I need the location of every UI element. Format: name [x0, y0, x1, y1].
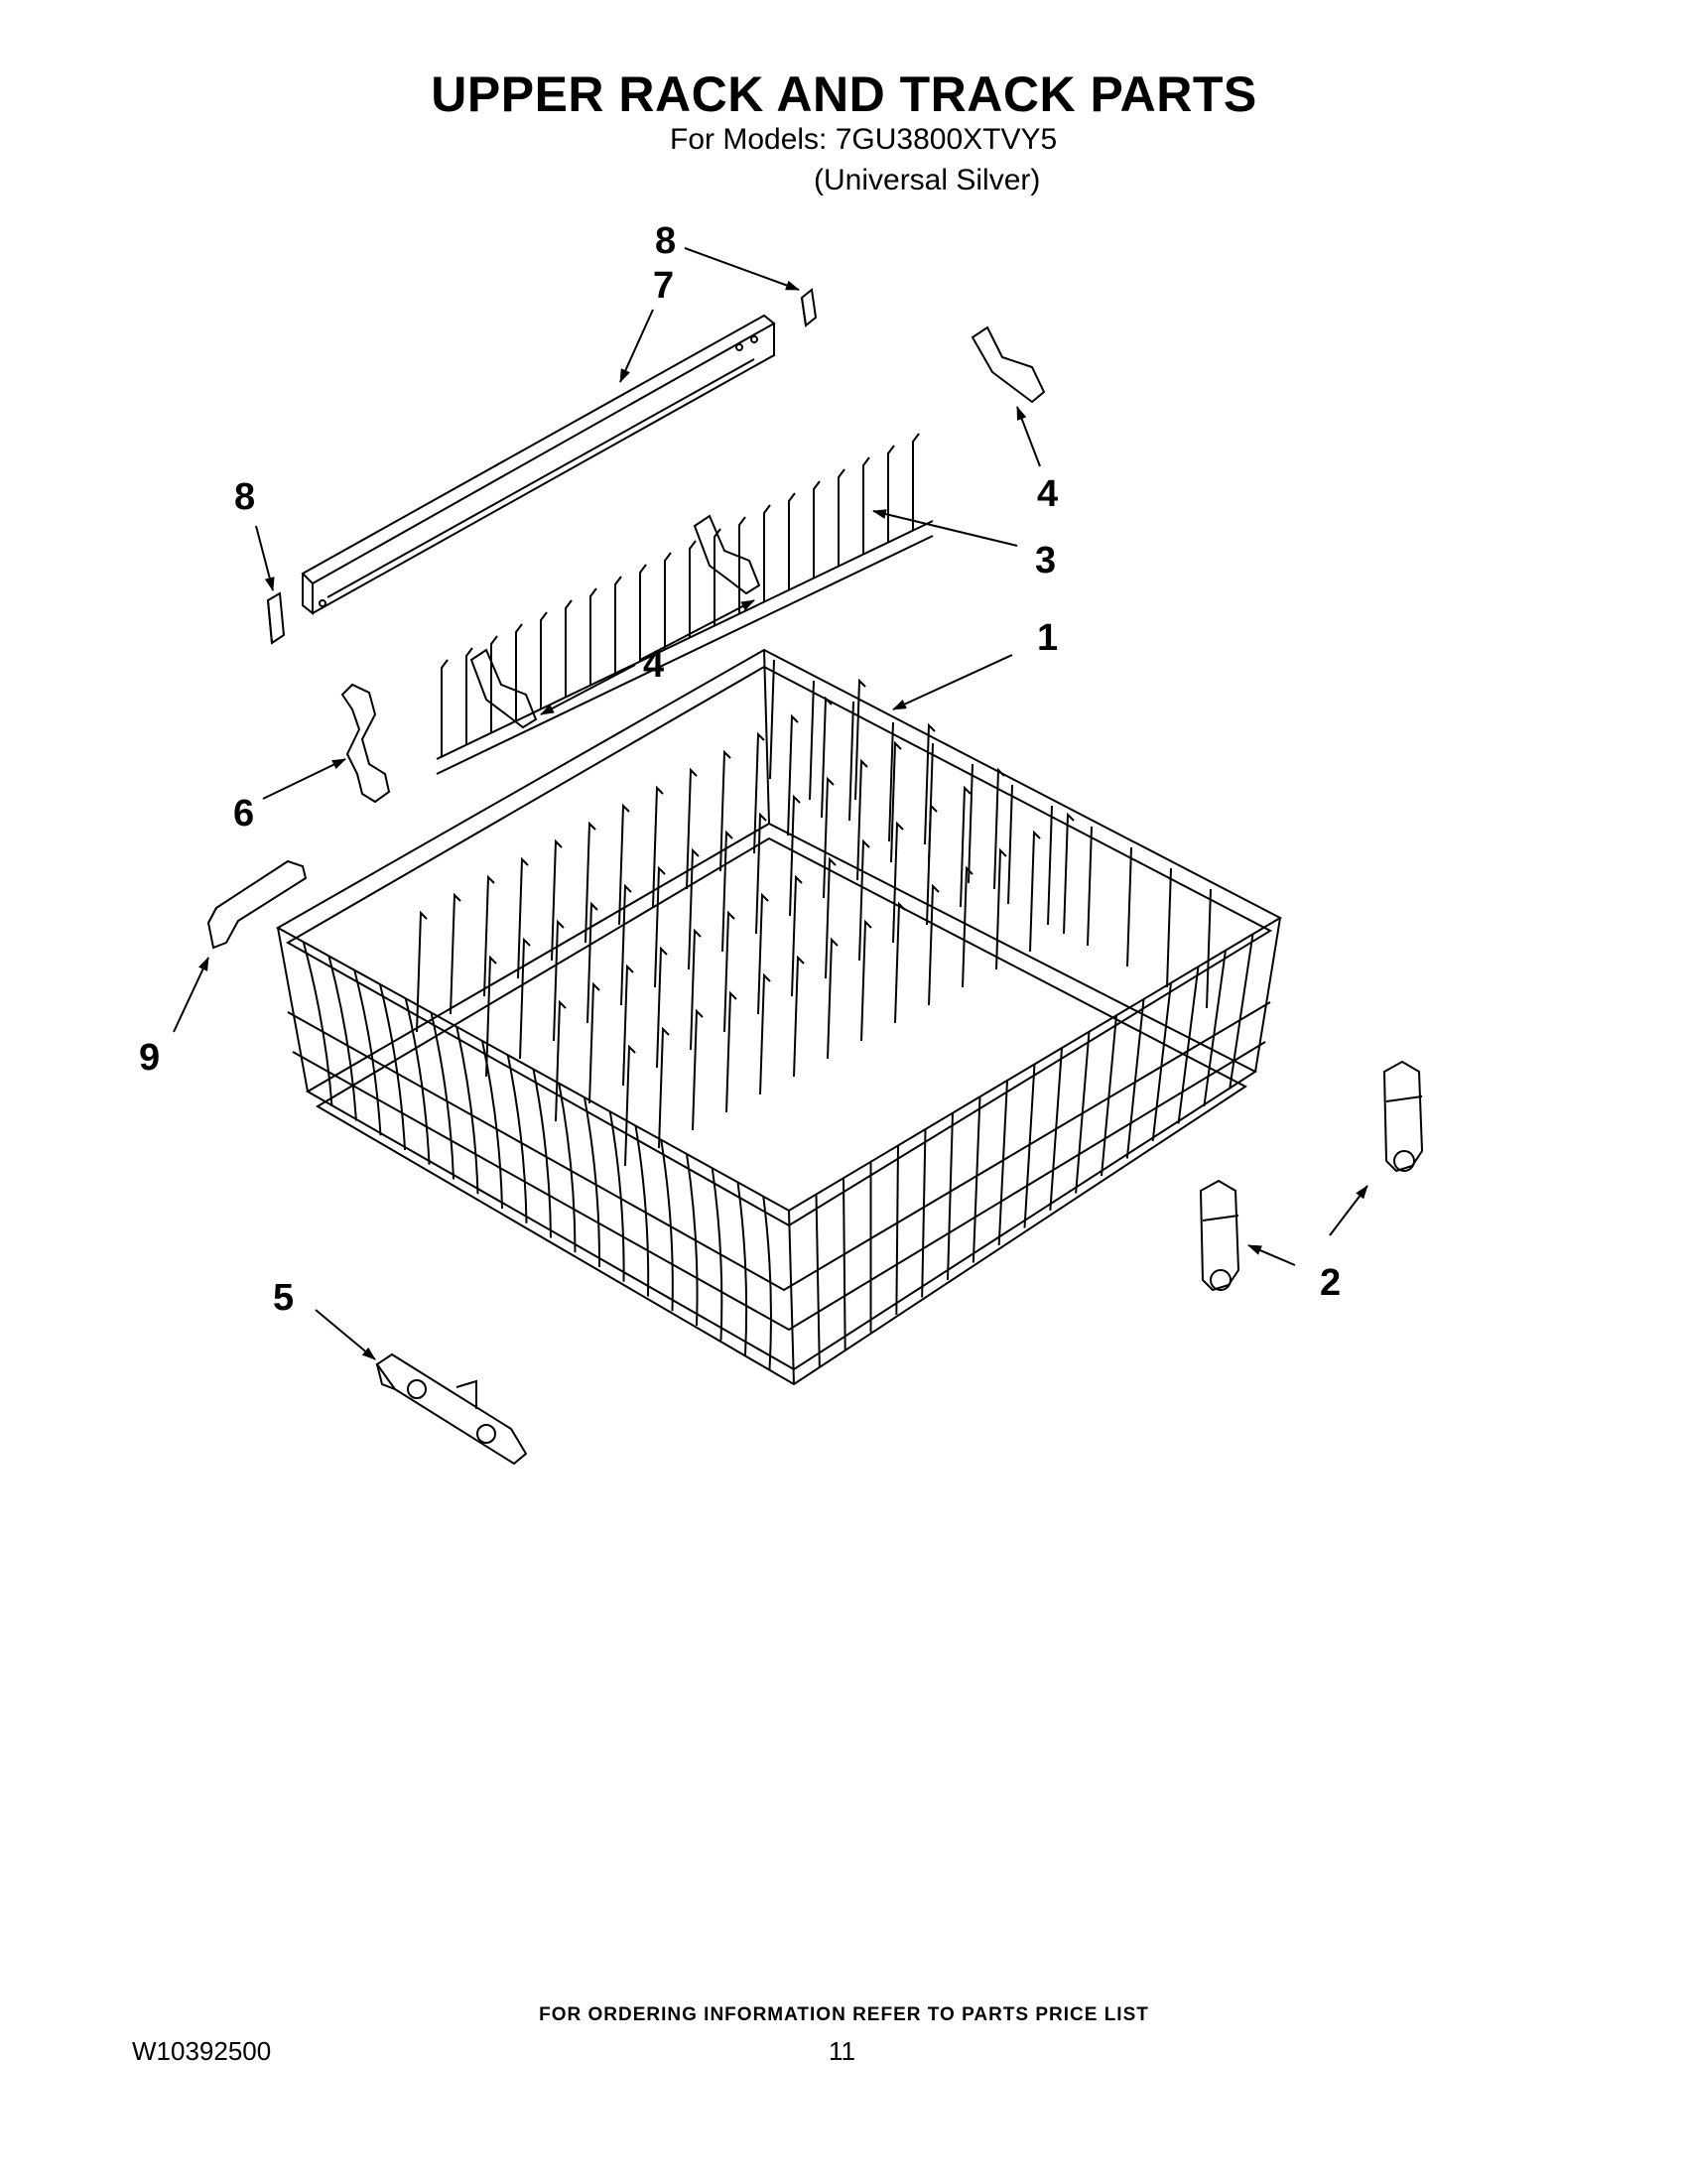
callout-9: 9	[139, 1037, 160, 1079]
page-number: 11	[829, 2036, 855, 2066]
track-rail-part	[301, 314, 776, 616]
ordering-note: FOR ORDERING INFORMATION REFER TO PARTS …	[539, 2004, 1149, 2025]
wheel-assembly-part	[1199, 1060, 1424, 1292]
callout-3: 3	[1035, 540, 1056, 581]
tine-clip-part	[469, 325, 1046, 729]
rack-clip-part	[340, 683, 391, 804]
callout-5: 5	[273, 1277, 294, 1319]
callout-7: 7	[653, 265, 674, 307]
page-title: UPPER RACK AND TRACK PARTS	[431, 66, 1257, 122]
rack-bracket-part	[206, 859, 308, 950]
callout-4-center: 4	[643, 644, 664, 686]
leader-lines	[173, 247, 1368, 1360]
tine-row-part	[436, 433, 934, 775]
document-number: W10392500	[132, 2036, 272, 2066]
callout-2: 2	[1320, 1262, 1341, 1304]
upper-rack-part	[275, 648, 1283, 1386]
track-end-cap-part	[266, 288, 818, 645]
callout-8-left: 8	[234, 476, 255, 518]
model-number: For Models: 7GU3800XTVY5	[670, 123, 1058, 156]
callout-4-right: 4	[1037, 473, 1058, 515]
callout-1: 1	[1037, 617, 1058, 659]
callout-6: 6	[233, 793, 254, 835]
track-stop-part	[375, 1352, 528, 1466]
callout-8-top: 8	[655, 220, 676, 262]
model-variant: (Universal Silver)	[814, 164, 1041, 196]
